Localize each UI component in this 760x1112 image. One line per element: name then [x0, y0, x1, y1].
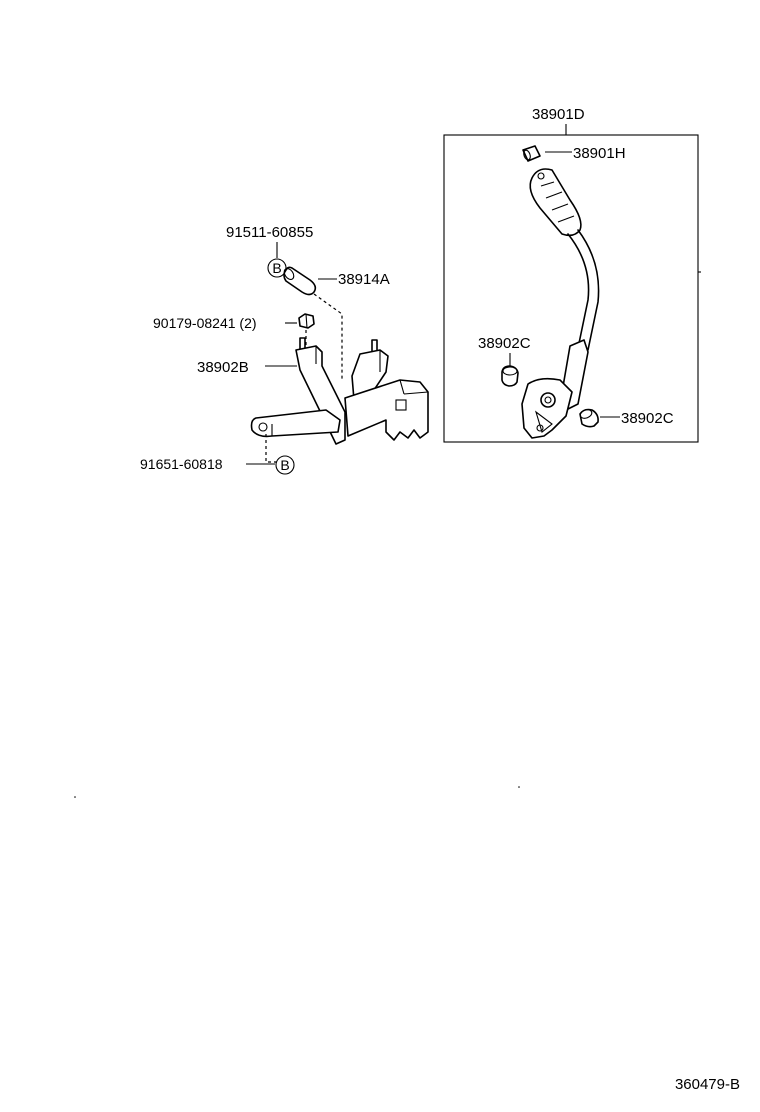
b-marker-bottom-circle [275, 455, 295, 475]
bushing-left-icon [501, 365, 519, 387]
callout-nut-label: 90179-08241 (2) [153, 315, 257, 331]
bushing-right-top [579, 409, 593, 419]
lever-rod-left [567, 233, 590, 349]
knob-top-hole [537, 172, 545, 180]
b-marker-top: B [267, 258, 287, 278]
b-marker-bottom-letter: B [280, 457, 289, 473]
knob-pin-end [523, 149, 531, 161]
bushing-left-top [502, 366, 518, 376]
callout-bracket-label: 38902B [197, 359, 249, 376]
scan-speck-1 [74, 796, 76, 798]
callout-nut: 90179-08241 (2) [153, 313, 315, 331]
lever-knob [529, 168, 582, 237]
b-marker-bottom: B [275, 455, 295, 475]
callout-pin-label: 38914A [338, 271, 390, 288]
callout-bushing-left: 38902C [478, 335, 531, 387]
callout-bolt-bottom: 91651-60818 [140, 456, 275, 472]
assembly-box [443, 134, 699, 443]
lower-arm-hole [258, 422, 268, 432]
lever-rod-right [577, 229, 600, 351]
knob-grip-1 [540, 181, 555, 187]
callout-shift-lever-assy: 38901D [532, 106, 585, 135]
callout-bolt-b-label: 91511-60855 [226, 224, 313, 241]
base-fold-line-2 [403, 391, 429, 395]
pivot-detent [534, 410, 553, 433]
base-slot [395, 399, 407, 411]
pivot-bracket [521, 377, 573, 439]
pivot-boss [540, 392, 556, 408]
callout-knob-pin-label: 38901H [573, 145, 626, 162]
pin-body [283, 266, 317, 296]
pin-part: 38914A [283, 266, 390, 296]
pin-end [283, 268, 295, 280]
callout-bolt-b: 91511-60855 [226, 224, 313, 258]
scan-speck-2 [518, 786, 520, 788]
knob-grip-2 [545, 191, 563, 199]
b-marker-top-circle [267, 258, 287, 278]
callout-bracket: 38902B [197, 359, 297, 376]
dash-pin-to-bracket [313, 293, 343, 380]
dash-bottom-bolt [265, 434, 276, 463]
callout-bushing-right: 38902C [579, 408, 674, 428]
callout-bolt-bottom-label: 91651-60818 [140, 456, 223, 472]
knob-pin-part: 38901H [522, 145, 626, 162]
knob-pin-body [522, 145, 541, 162]
bracket-right-arm [351, 349, 389, 401]
pivot-hole [544, 396, 552, 404]
bracket-base-plate [344, 379, 429, 441]
b-marker-top-letter: B [272, 260, 281, 276]
nut-edge [305, 313, 308, 329]
shift-lever [521, 168, 600, 439]
figure-id: 360479-B [675, 1076, 740, 1093]
callout-bushing-right-label: 38902C [621, 410, 674, 427]
callout-shift-lever-assy-label: 38901D [532, 106, 585, 123]
knob-grip-4 [557, 215, 575, 223]
pivot-lower-hole [536, 424, 544, 432]
mounting-bracket [250, 337, 429, 445]
knob-grip-3 [551, 203, 569, 211]
base-fold-line [399, 379, 405, 395]
callout-bushing-left-label: 38902C [478, 335, 531, 352]
